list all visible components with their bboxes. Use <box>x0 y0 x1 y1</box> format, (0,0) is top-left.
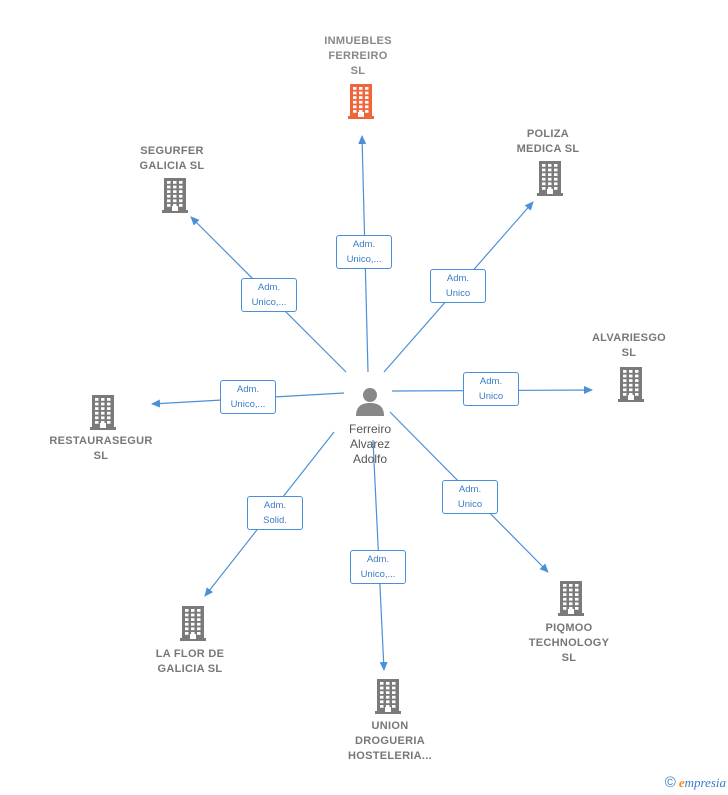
company-label-alvariesgo[interactable]: ALVARIESGO SL <box>591 332 667 359</box>
role-label-union[interactable]: Adm. Unico,... <box>350 550 406 584</box>
building-icon[interactable] <box>348 83 374 124</box>
company-label-union[interactable]: UNION DROGUERIA HOSTELERIA... <box>348 720 432 762</box>
building-icon[interactable] <box>162 177 188 218</box>
building-icon[interactable] <box>90 394 116 435</box>
building-icon[interactable] <box>558 580 584 621</box>
person-name[interactable]: Ferreiro Alvarez Adolfo <box>348 422 391 466</box>
building-icon[interactable] <box>180 605 206 646</box>
footer-brand: ©empresia <box>665 774 726 791</box>
company-label-poliza[interactable]: POLIZA MEDICA SL <box>516 128 580 155</box>
building-icon[interactable] <box>618 366 644 407</box>
copyright-icon: © <box>664 774 676 791</box>
person-icon[interactable] <box>354 386 386 418</box>
company-label-restaurasegur[interactable]: RESTAURASEGUR SL <box>49 435 153 462</box>
role-label-alvariesgo[interactable]: Adm. Unico <box>463 372 519 406</box>
company-label-segurfer[interactable]: SEGURFER GALICIA SL <box>139 145 205 172</box>
building-icon[interactable] <box>537 160 563 201</box>
company-label-inmuebles[interactable]: INMUEBLES FERREIRO SL <box>324 35 392 77</box>
role-label-segurfer[interactable]: Adm. Unico,... <box>241 278 297 312</box>
company-label-laflor[interactable]: LA FLOR DE GALICIA SL <box>155 648 225 675</box>
brand-logo-text: mpresia <box>684 775 726 790</box>
building-icon[interactable] <box>375 678 401 719</box>
role-label-piqmoo[interactable]: Adm. Unico <box>442 480 498 514</box>
role-label-poliza[interactable]: Adm. Unico <box>430 269 486 303</box>
brand-logo-e: e <box>678 775 685 790</box>
company-label-piqmoo[interactable]: PIQMOO TECHNOLOGY SL <box>528 622 610 664</box>
role-label-inmuebles[interactable]: Adm. Unico,... <box>336 235 392 269</box>
role-label-restaurasegur[interactable]: Adm. Unico,... <box>220 380 276 414</box>
role-label-laflor[interactable]: Adm. Solid. <box>247 496 303 530</box>
